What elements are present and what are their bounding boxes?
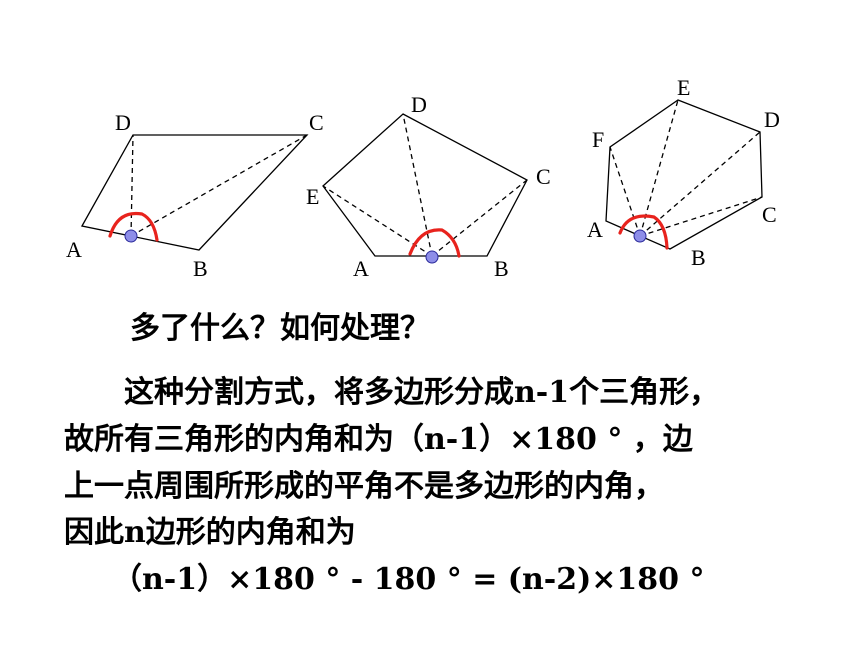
pentagon-figure: A B C D E (306, 92, 551, 281)
quadrilateral-outline (80, 134, 309, 251)
question-text: 多了什么？如何处理？ (130, 311, 430, 346)
formula-line: （n-1）×180 ° - 180 ° = (n-2)×180 ° (112, 562, 705, 597)
dashed-segment-to-c (130, 134, 308, 237)
straight-angle-arc (108, 211, 159, 242)
explanation-line-1: 这种分割方式，将多边形分成n-1个三角形， (124, 375, 720, 410)
vertex-label-e: E (306, 184, 319, 209)
explanation-line-2: 故所有三角形的内角和为（n-1）×180 ° ，边 (64, 422, 693, 457)
straight-angle-arc (408, 228, 461, 258)
vertex-label-d: D (411, 92, 427, 117)
point-on-side (124, 229, 138, 243)
vertex-label-e: E (677, 75, 690, 100)
vertex-label-a: A (353, 256, 369, 281)
dashed-segment-to-e (639, 99, 679, 237)
vertex-label-c: C (536, 164, 551, 189)
dashed-segment-to-c (639, 196, 763, 237)
dashed-segment-to-d (130, 134, 134, 237)
hexagon-outline (605, 99, 763, 250)
vertex-label-d: D (764, 107, 780, 132)
dashed-segment-to-d (402, 113, 433, 257)
vertex-label-c: C (309, 110, 324, 135)
point-on-side (633, 229, 647, 243)
vertex-label-a: A (66, 237, 82, 262)
vertex-label-b: B (193, 256, 208, 281)
vertex-label-b: B (691, 245, 706, 270)
hexagon-figure: A B C D E F (587, 75, 780, 270)
quadrilateral-figure: A B C D (66, 110, 324, 281)
point-on-side (425, 250, 439, 264)
vertex-label-f: F (592, 127, 604, 152)
vertex-label-d: D (115, 110, 131, 135)
explanation-line-4: 因此n边形的内角和为 (64, 515, 356, 550)
vertex-label-b: B (494, 256, 509, 281)
explanation-line-3: 上一点周围所形成的平角不是多边形的内角， (64, 469, 664, 504)
straight-angle-arc (618, 214, 669, 250)
vertex-label-c: C (762, 202, 777, 227)
dashed-segment-to-c (431, 179, 528, 257)
dashed-segment-to-f (609, 146, 641, 237)
vertex-label-a: A (587, 217, 603, 242)
